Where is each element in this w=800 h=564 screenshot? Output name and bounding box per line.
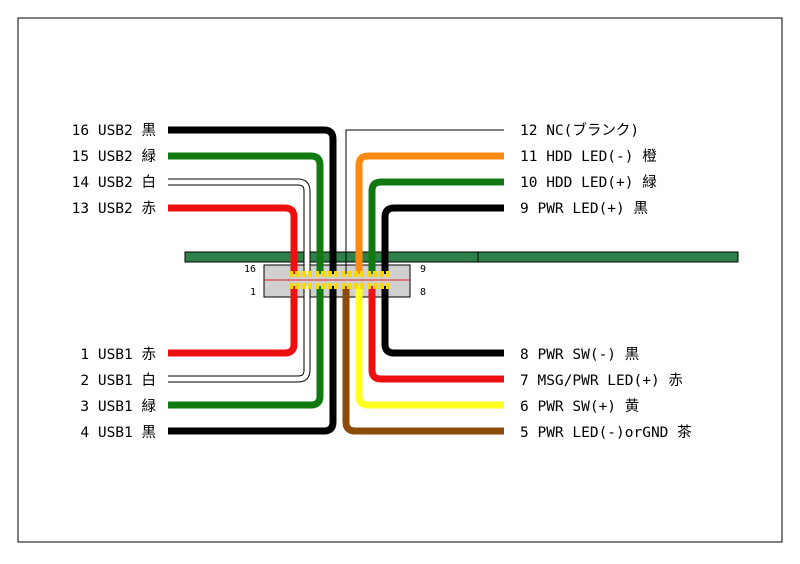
- wire-left-top-3: [168, 204, 298, 274]
- pin-dot: [295, 271, 299, 277]
- label-pin-11: 11 HDD LED(-) 橙: [520, 148, 657, 165]
- label-pin-8: 8 PWR SW(-) 黒: [520, 347, 639, 363]
- label-pin-7: 7 MSG/PWR LED(+) 赤: [520, 372, 683, 389]
- pin-dot: [341, 271, 345, 277]
- label-pin-10: 10 HDD LED(+) 緑: [520, 174, 657, 191]
- label-pin-16: 16 USB2 黒: [72, 123, 156, 139]
- wire-left-bottom-3: [168, 286, 337, 435]
- pin-dot: [386, 283, 390, 289]
- wire-left-bottom-2: [168, 286, 324, 409]
- pin-dot: [386, 271, 390, 277]
- pin-number-1: 1: [250, 287, 256, 298]
- wire-right-top-0: [345, 129, 504, 274]
- pin-dot: [315, 271, 319, 277]
- label-pin-13: 13 USB2 赤: [72, 200, 156, 217]
- wires-group: [168, 126, 504, 435]
- wire-left-top-2: [168, 179, 310, 274]
- pin-dots-group: [264, 271, 410, 289]
- label-pin-12: 12 NC(ブランク): [520, 121, 639, 139]
- wire-right-top-3: [381, 204, 504, 274]
- pin-dot: [334, 271, 338, 277]
- motherboard-edge: [184, 251, 739, 263]
- wire-right-bottom-2: [355, 286, 504, 409]
- pin-dot: [347, 283, 351, 289]
- wire-right-top-2: [368, 178, 504, 274]
- pin-dot: [302, 283, 306, 289]
- label-pin-9: 9 PWR LED(+) 黒: [520, 201, 648, 217]
- pin-dot: [380, 271, 384, 277]
- wire-left-bottom-0: [168, 286, 298, 357]
- pin-number-8: 8: [420, 287, 426, 298]
- pin-dot: [354, 283, 358, 289]
- pin-dot: [380, 283, 384, 289]
- labels-group: 16 USB2 黒 15 USB2 緑 14 USB2 白 13 USB2 赤 …: [72, 121, 692, 441]
- wire-left-bottom-1: [168, 286, 310, 382]
- pin-dot: [367, 271, 371, 277]
- pin-dot: [347, 271, 351, 277]
- label-pin-4: 4 USB1 黒: [80, 425, 156, 441]
- pin-dot: [289, 271, 293, 277]
- pin-dot: [308, 271, 312, 277]
- pin-dot: [334, 283, 338, 289]
- label-pin-3: 3 USB1 緑: [80, 398, 156, 415]
- pin-dot: [315, 283, 319, 289]
- pin-dot: [367, 283, 371, 289]
- pin-dot: [302, 271, 306, 277]
- pin-number-16: 16: [244, 264, 256, 275]
- label-pin-14: 14 USB2 白: [72, 174, 156, 191]
- pin-dot: [373, 283, 377, 289]
- pin-dot: [373, 271, 377, 277]
- pin-dot: [354, 271, 358, 277]
- pin-dot: [328, 271, 332, 277]
- wire-left-top-1: [168, 152, 324, 274]
- label-pin-5: 5 PWR LED(-)orGND 茶: [520, 424, 692, 441]
- pin-number-9: 9: [420, 264, 426, 275]
- pin-dot: [295, 283, 299, 289]
- wire-right-bottom-1: [368, 286, 504, 383]
- pin-dot: [321, 271, 325, 277]
- pin-dot: [341, 283, 345, 289]
- wire-left-top-0: [168, 126, 337, 274]
- label-pin-15: 15 USB2 緑: [72, 148, 157, 165]
- pin-dot: [308, 283, 312, 289]
- label-pin-6: 6 PWR SW(+) 黄: [520, 398, 639, 415]
- wire-right-bottom-0: [381, 286, 504, 357]
- wire-right-top-1: [355, 152, 504, 274]
- pin-dot: [321, 283, 325, 289]
- pin-dot: [360, 271, 364, 277]
- label-pin-2: 2 USB1 白: [80, 372, 156, 389]
- pin-dot: [328, 283, 332, 289]
- wire-right-bottom-3: [342, 286, 504, 435]
- pin-dot: [360, 283, 364, 289]
- label-pin-1: 1 USB1 赤: [80, 346, 156, 363]
- pin-dot: [289, 283, 293, 289]
